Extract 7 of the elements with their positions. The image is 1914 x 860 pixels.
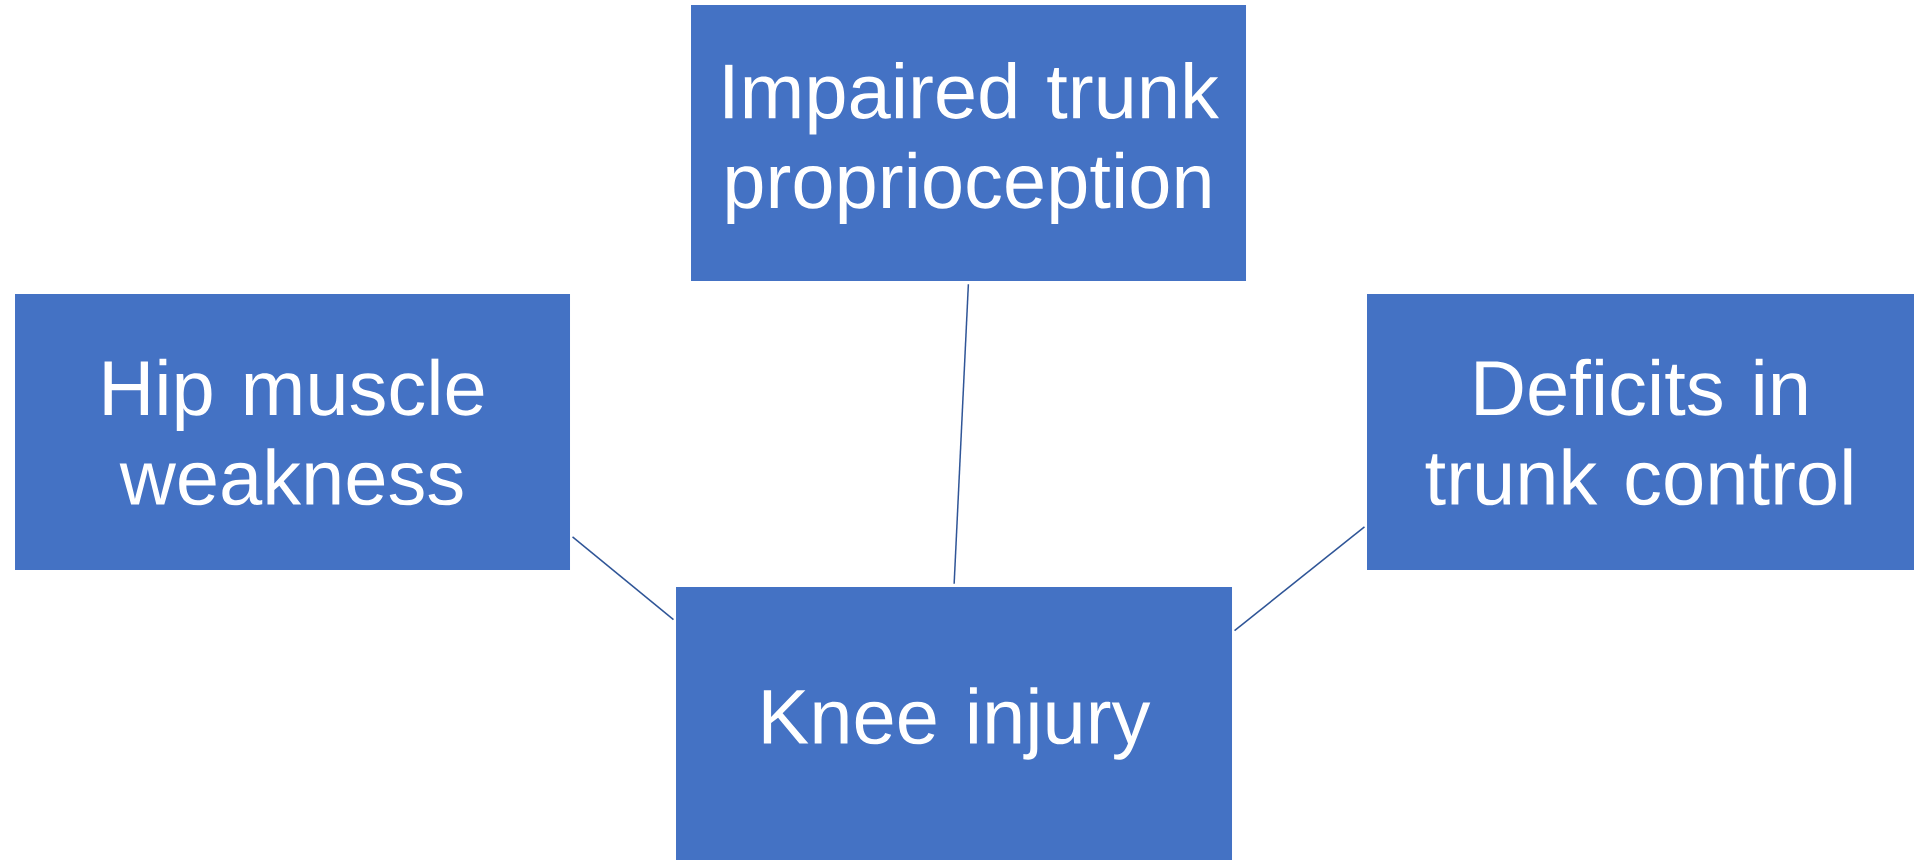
process-box: Impaired trunk proprioception (691, 5, 1246, 281)
connector-line (953, 283, 970, 585)
connector-line (1233, 526, 1366, 632)
process-box: Deficits in trunk control (1367, 294, 1914, 570)
process-box: Knee injury (676, 587, 1232, 860)
connector-line (571, 536, 675, 621)
process-box: Hip muscle weakness (15, 294, 570, 570)
